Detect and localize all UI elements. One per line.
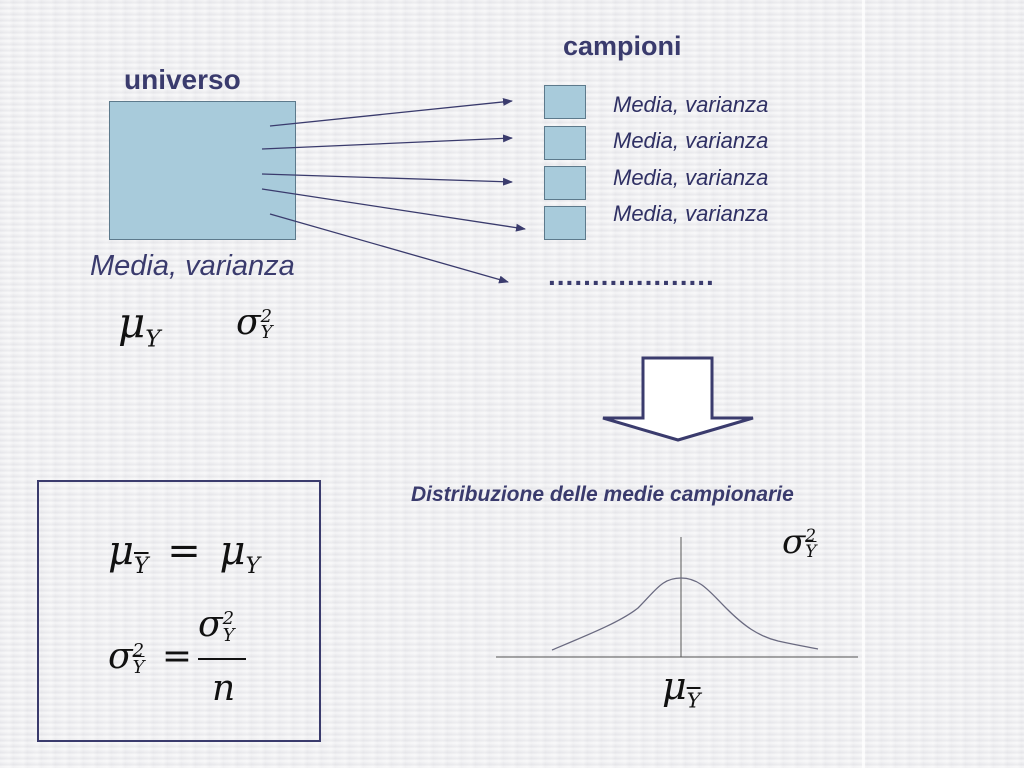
- sigma-symbol: σ: [236, 302, 261, 343]
- mu-symbol: μ: [662, 664, 687, 708]
- mu-symbol: μ: [118, 298, 146, 347]
- formula-mean-equality: μY = μY: [108, 528, 260, 579]
- sigma-symbol: σ: [782, 522, 806, 562]
- sigma-symbol: σ: [108, 636, 133, 677]
- distribution-mean-symbol: μY: [662, 664, 701, 713]
- mu-subscript: Y: [145, 326, 161, 353]
- background-stripe: [862, 0, 865, 768]
- mu-symbol: μ: [219, 528, 246, 574]
- sample-box-4: [544, 206, 586, 240]
- sample-stats-label-2: Media, varianza: [613, 128, 769, 153]
- mu-symbol: μ: [108, 528, 134, 574]
- sigma-symbol: σ: [198, 604, 223, 645]
- sample-box-3: [544, 166, 586, 200]
- sample-stats-label-3: Media, varianza: [613, 165, 769, 190]
- mu-subscript-ybar: Y: [686, 688, 701, 713]
- mu-subscript: Y: [245, 554, 261, 579]
- sigma-subscript-ybar: Y: [805, 542, 817, 562]
- sigma-superscript: 2: [260, 305, 273, 327]
- sigma-superscript: 2: [132, 639, 145, 661]
- equals-sign: =: [167, 528, 201, 574]
- sample-box-1: [544, 85, 586, 119]
- universe-title: universo: [124, 64, 241, 95]
- fraction-bar: [198, 658, 246, 660]
- arrow-to-sample-2: [261, 134, 513, 150]
- sigma-subscript: Y: [222, 625, 235, 646]
- arrow-to-sample-4: [261, 188, 526, 232]
- formula-box: [37, 480, 321, 742]
- sigma-subscript-ybar: Y: [132, 657, 145, 678]
- sample-stats-label-4: Media, varianza: [613, 201, 769, 226]
- universe-mean-formula: μY: [118, 298, 161, 352]
- sample-box-2: [544, 126, 586, 160]
- distribution-title: Distribuzione delle medie campionarie: [411, 483, 794, 506]
- distribution-curve: [551, 577, 819, 651]
- formula-variance-denominator: n: [212, 668, 236, 709]
- big-down-arrow: [602, 356, 754, 442]
- samples-title: campioni: [563, 31, 682, 61]
- sigma-superscript: 2: [805, 525, 817, 546]
- arrow-to-more-samples: [269, 213, 509, 284]
- equals-sign: =: [161, 636, 193, 677]
- sample-stats-label-1: Media, varianza: [613, 92, 769, 117]
- universe-stats-label: Media, varianza: [90, 250, 295, 282]
- sigma-superscript: 2: [222, 607, 235, 629]
- sigma-subscript: Y: [260, 322, 273, 343]
- samples-ellipsis: ...................: [548, 260, 715, 291]
- arrow-to-sample-3: [261, 173, 513, 186]
- mu-subscript-ybar: Y: [134, 554, 149, 579]
- universe-box: [109, 101, 296, 240]
- arrow-to-sample-1: [269, 97, 513, 127]
